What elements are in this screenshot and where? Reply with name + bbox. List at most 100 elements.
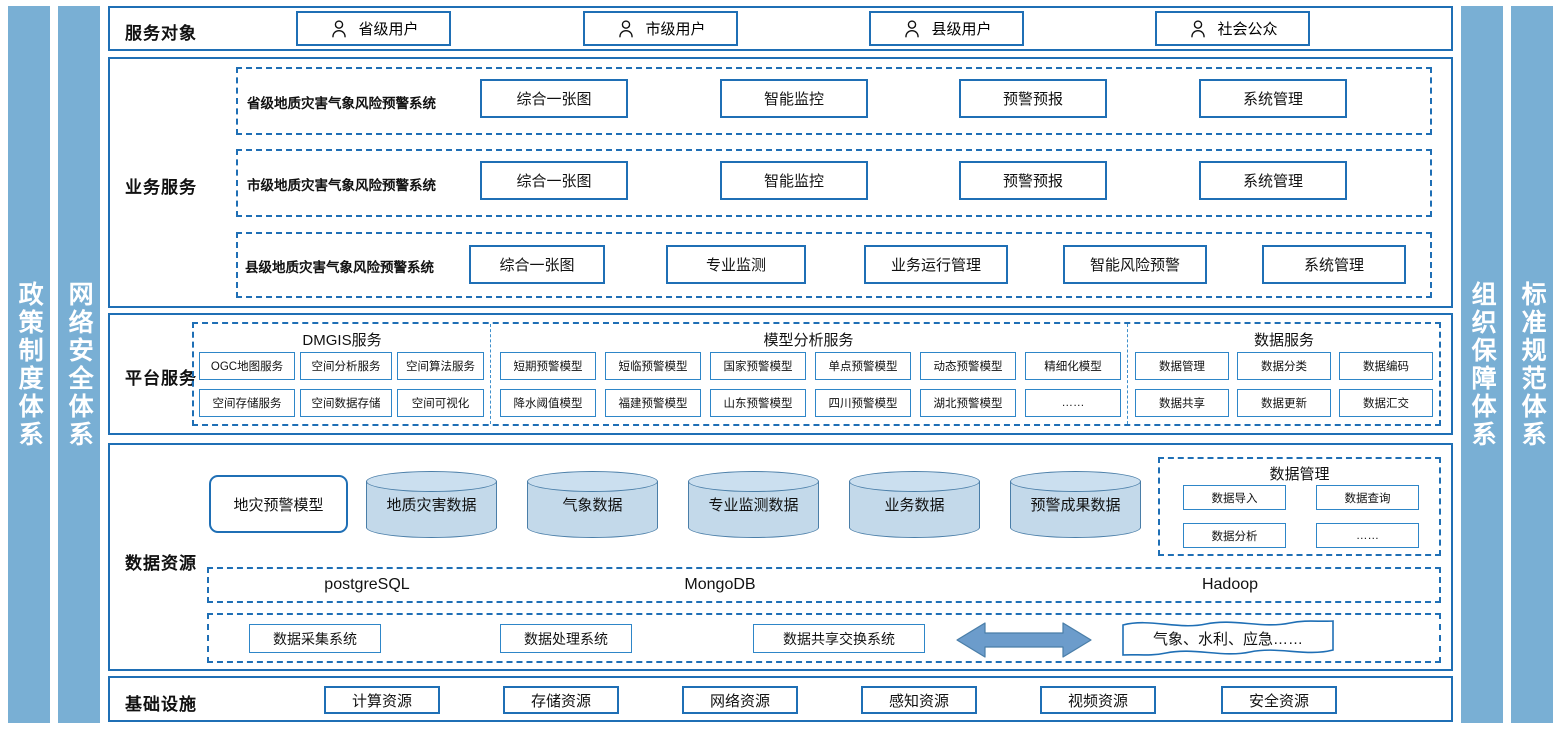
- platform-model-11[interactable]: ……: [1025, 389, 1121, 417]
- business-module-province-0[interactable]: 综合一张图: [480, 79, 628, 118]
- business-row-city: [236, 149, 1432, 217]
- business-module-county-4[interactable]: 系统管理: [1262, 245, 1406, 284]
- data-management-item-0[interactable]: 数据导入: [1183, 485, 1286, 510]
- pillar-network-security: 网络安全体系: [58, 6, 100, 723]
- pillar-label: 标准规范体系: [1518, 280, 1547, 449]
- business-row-province: [236, 67, 1432, 135]
- service-object-public[interactable]: 社会公众: [1155, 11, 1310, 46]
- cylinder-geohazard-data[interactable]: 地质灾害数据: [366, 471, 497, 538]
- business-system-name-province: 省级地质灾害气象风险预警系统: [247, 96, 436, 111]
- platform-dmgis-2[interactable]: 空间算法服务: [397, 352, 484, 380]
- platform-dmgis-0[interactable]: OGC地图服务: [199, 352, 295, 380]
- double-arrow-icon: [955, 620, 1093, 660]
- service-object-province[interactable]: 省级用户: [296, 11, 451, 46]
- data-systems-row: [207, 613, 1441, 663]
- cylinder-meteorology-data[interactable]: 气象数据: [527, 471, 658, 538]
- platform-data-4[interactable]: 数据更新: [1237, 389, 1331, 417]
- platform-data-5[interactable]: 数据汇交: [1339, 389, 1433, 417]
- band-label-data-resource: 数据资源: [125, 554, 197, 573]
- external-departments-box[interactable]: 气象、水利、应急……: [1120, 617, 1336, 660]
- service-object-label: 省级用户: [358, 21, 419, 38]
- business-module-county-0[interactable]: 综合一张图: [469, 245, 605, 284]
- data-management-item-1[interactable]: 数据查询: [1316, 485, 1419, 510]
- platform-model-2[interactable]: 国家预警模型: [710, 352, 806, 380]
- business-module-county-3[interactable]: 智能风险预警: [1063, 245, 1207, 284]
- database-postgresql: postgreSQL: [324, 576, 410, 593]
- platform-model-5[interactable]: 精细化模型: [1025, 352, 1121, 380]
- platform-data-3[interactable]: 数据共享: [1135, 389, 1229, 417]
- platform-data-0[interactable]: 数据管理: [1135, 352, 1229, 380]
- cylinder-professional-monitoring-data[interactable]: 专业监测数据: [688, 471, 819, 538]
- cylinder-warning-result-data[interactable]: 预警成果数据: [1010, 471, 1141, 538]
- database-row: [207, 567, 1441, 603]
- service-object-label: 县级用户: [931, 21, 992, 38]
- data-management-item-2[interactable]: 数据分析: [1183, 523, 1286, 548]
- platform-model-8[interactable]: 山东预警模型: [710, 389, 806, 417]
- platform-group-divider-1: [490, 324, 491, 424]
- band-label-service-objects: 服务对象: [125, 24, 197, 43]
- platform-model-0[interactable]: 短期预警模型: [500, 352, 596, 380]
- platform-dmgis-5[interactable]: 空间可视化: [397, 389, 484, 417]
- business-module-city-0[interactable]: 综合一张图: [480, 161, 628, 200]
- database-hadoop: Hadoop: [1201, 576, 1259, 593]
- business-module-city-1[interactable]: 智能监控: [720, 161, 868, 200]
- cylinder-top: [849, 471, 980, 492]
- data-system-collection[interactable]: 数据采集系统: [249, 624, 381, 653]
- user-icon: [905, 19, 920, 37]
- service-object-label: 社会公众: [1217, 21, 1278, 38]
- business-module-city-3[interactable]: 系统管理: [1199, 161, 1347, 200]
- cylinder-top: [1010, 471, 1141, 492]
- business-module-province-2[interactable]: 预警预报: [959, 79, 1107, 118]
- platform-data-1[interactable]: 数据分类: [1237, 352, 1331, 380]
- platform-model-6[interactable]: 降水阈值模型: [500, 389, 596, 417]
- infrastructure-item-sensing[interactable]: 感知资源: [861, 686, 977, 714]
- cylinder-top: [688, 471, 819, 492]
- cylinder-top: [527, 471, 658, 492]
- business-module-county-1[interactable]: 专业监测: [666, 245, 806, 284]
- pillar-organization-guarantee: 组织保障体系: [1461, 6, 1503, 723]
- infrastructure-item-video[interactable]: 视频资源: [1040, 686, 1156, 714]
- platform-model-4[interactable]: 动态预警模型: [920, 352, 1016, 380]
- business-module-county-2[interactable]: 业务运行管理: [864, 245, 1008, 284]
- cylinder-business-data[interactable]: 业务数据: [849, 471, 980, 538]
- platform-group-divider-2: [1127, 324, 1128, 424]
- infrastructure-item-security[interactable]: 安全资源: [1221, 686, 1337, 714]
- user-icon: [332, 19, 347, 37]
- platform-dmgis-3[interactable]: 空间存储服务: [199, 389, 295, 417]
- business-row-county: [236, 232, 1432, 298]
- infrastructure-item-compute[interactable]: 计算资源: [324, 686, 440, 714]
- pillar-standard-specification: 标准规范体系: [1511, 6, 1553, 723]
- data-system-processing[interactable]: 数据处理系统: [500, 624, 632, 653]
- cylinder-label: 地质灾害数据: [386, 497, 477, 514]
- platform-groups-wrapper: [192, 322, 1441, 426]
- cylinder-label: 业务数据: [884, 497, 945, 514]
- data-model-box[interactable]: 地灾预警模型: [209, 475, 348, 533]
- cylinder-top: [366, 471, 497, 492]
- business-system-name-county: 县级地质灾害气象风险预警系统: [245, 260, 434, 275]
- service-object-city[interactable]: 市级用户: [583, 11, 738, 46]
- data-management-item-3[interactable]: ……: [1316, 523, 1419, 548]
- platform-group-title-dmgis: DMGIS服务: [302, 332, 382, 349]
- data-system-sharing-exchange[interactable]: 数据共享交换系统: [753, 624, 925, 653]
- platform-model-3[interactable]: 单点预警模型: [815, 352, 911, 380]
- platform-dmgis-1[interactable]: 空间分析服务: [300, 352, 392, 380]
- platform-data-2[interactable]: 数据编码: [1339, 352, 1433, 380]
- business-module-city-2[interactable]: 预警预报: [959, 161, 1107, 200]
- platform-model-10[interactable]: 湖北预警模型: [920, 389, 1016, 417]
- user-icon: [1191, 19, 1206, 37]
- business-module-province-1[interactable]: 智能监控: [720, 79, 868, 118]
- infrastructure-item-network[interactable]: 网络资源: [682, 686, 798, 714]
- business-module-province-3[interactable]: 系统管理: [1199, 79, 1347, 118]
- database-mongodb: MongoDB: [684, 576, 756, 593]
- platform-group-title-data: 数据服务: [1253, 332, 1314, 349]
- infrastructure-item-storage[interactable]: 存储资源: [503, 686, 619, 714]
- platform-model-1[interactable]: 短临预警模型: [605, 352, 701, 380]
- platform-dmgis-4[interactable]: 空间数据存储: [300, 389, 392, 417]
- user-icon: [619, 19, 634, 37]
- platform-model-7[interactable]: 福建预警模型: [605, 389, 701, 417]
- pillar-label: 政策制度体系: [15, 280, 44, 449]
- platform-group-title-model: 模型分析服务: [763, 332, 854, 349]
- service-object-county[interactable]: 县级用户: [869, 11, 1024, 46]
- platform-model-9[interactable]: 四川预警模型: [815, 389, 911, 417]
